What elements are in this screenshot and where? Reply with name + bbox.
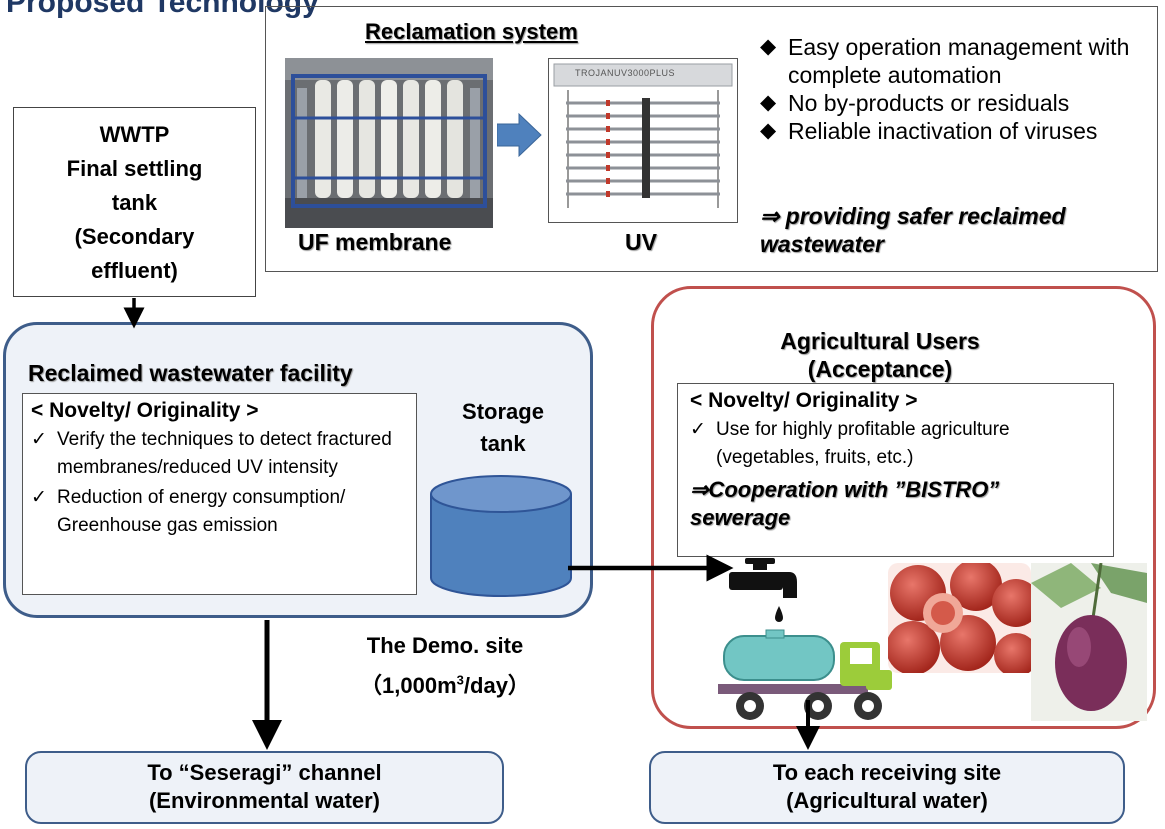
facility-novelty-header: < Novelty/ Originality > bbox=[31, 399, 259, 422]
bullet-item: ◆ Reliable inactivation of viruses bbox=[760, 118, 1098, 144]
reclamation-bullets: ◆ Easy operation management with complet… bbox=[760, 33, 1152, 145]
reclamation-conclusion: ⇒ providing safer reclaimed wastewater bbox=[760, 203, 1066, 257]
facility-title: Reclaimed wastewater facility bbox=[28, 360, 353, 386]
wwtp-line: tank bbox=[111, 190, 158, 215]
checkmark-icon: ✓ bbox=[31, 487, 47, 508]
uf-membrane-photo bbox=[285, 58, 493, 228]
bullet-item: ◆ Easy operation management with complet… bbox=[760, 34, 1130, 88]
checkmark-icon: ✓ bbox=[690, 419, 706, 440]
reclamation-title: Reclamation system bbox=[365, 19, 578, 44]
tanker-truck-icon bbox=[718, 629, 892, 720]
checkmark-icon: ✓ bbox=[31, 429, 47, 450]
wwtp-line: WWTP bbox=[99, 122, 170, 147]
mango-photo bbox=[1031, 563, 1147, 721]
agri-novelty-header: < Novelty/ Originality > bbox=[690, 389, 918, 412]
facility-novelty-box: < Novelty/ Originality > ✓ Verify the te… bbox=[22, 393, 417, 595]
wwtp-line: effluent) bbox=[91, 258, 178, 283]
agri-title: Agricultural Users (Acceptance) bbox=[780, 328, 980, 382]
uv-label: UV bbox=[625, 229, 657, 255]
process-arrow bbox=[497, 112, 542, 158]
facility-novelty-item: ✓ Reduction of energy consumption/ Green… bbox=[31, 484, 408, 540]
diamond-bullet-icon: ◆ bbox=[760, 119, 777, 142]
agri-novelty-box: < Novelty/ Originality > ✓ Use for highl… bbox=[677, 383, 1114, 557]
wwtp-line: Final settling bbox=[66, 156, 203, 181]
diamond-bullet-icon: ◆ bbox=[760, 35, 777, 58]
agri-novelty-item: ✓ Use for highly profitable agriculture … bbox=[690, 416, 1103, 472]
storage-tank-icon bbox=[430, 475, 572, 597]
tomatoes-photo bbox=[888, 563, 1031, 673]
demo-site-capacity: （1,000m3/day） bbox=[360, 672, 530, 698]
demo-site-label: The Demo. site bbox=[366, 633, 524, 658]
uv-device-brand: TROJANUV3000PLUS bbox=[575, 68, 676, 78]
uf-membrane-label: UF membrane bbox=[298, 229, 452, 255]
uv-device-photo bbox=[548, 58, 738, 223]
faucet-icon bbox=[729, 558, 797, 622]
storage-tank-label: Storage tank bbox=[462, 399, 544, 456]
receiving-site-box: To each receiving site (Agricultural wat… bbox=[649, 751, 1125, 824]
wwtp-box: WWTP Final settling tank (Secondary effl… bbox=[13, 107, 256, 297]
seseragi-channel-box: To “Seseragi” channel (Environmental wat… bbox=[25, 751, 504, 824]
reclamation-system-panel bbox=[265, 6, 1158, 272]
diamond-bullet-icon: ◆ bbox=[760, 91, 777, 114]
wwtp-line: (Secondary bbox=[74, 224, 195, 249]
facility-novelty-item: ✓ Verify the techniques to detect fractu… bbox=[31, 426, 408, 482]
page-title: Proposed Technology bbox=[6, 0, 319, 19]
bullet-item: ◆ No by-products or residuals bbox=[760, 90, 1070, 116]
agri-conclusion: ⇒Cooperation with ”BISTRO” sewerage bbox=[690, 477, 1000, 530]
